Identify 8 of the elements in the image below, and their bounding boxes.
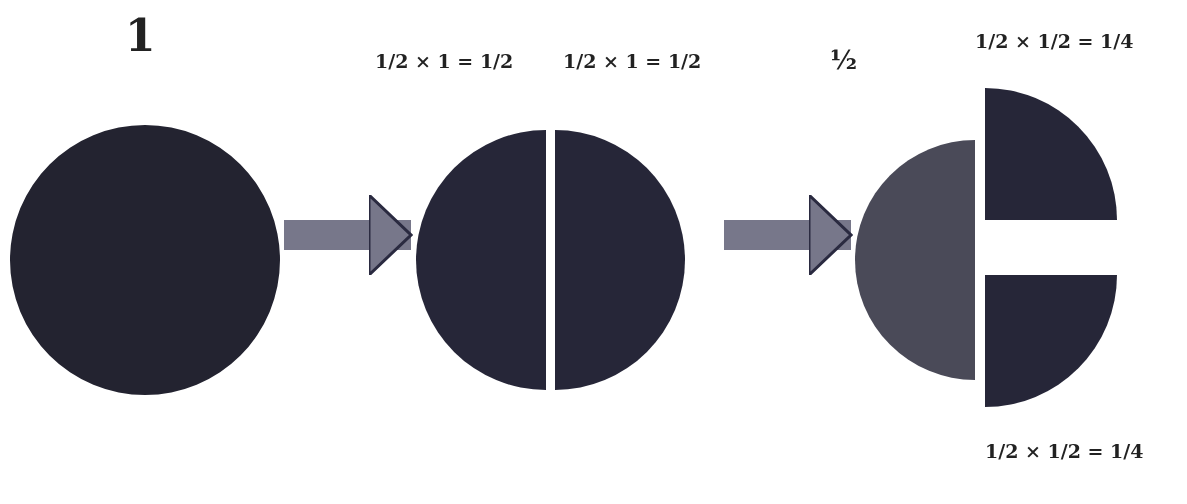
fraction-label: 1/2 × 1/2 = 1/4: [975, 30, 1134, 52]
number-label: 1: [125, 10, 156, 61]
fraction-label: 1/2 × 1/2 = 1/4: [985, 440, 1144, 462]
fraction-label: 1/2 × 1 = 1/2: [563, 50, 702, 72]
block-arrow: [724, 193, 853, 277]
block-arrow: [284, 193, 413, 277]
fraction-label: ½: [830, 45, 858, 75]
fraction-label: 1/2 × 1 = 1/2: [375, 50, 514, 72]
